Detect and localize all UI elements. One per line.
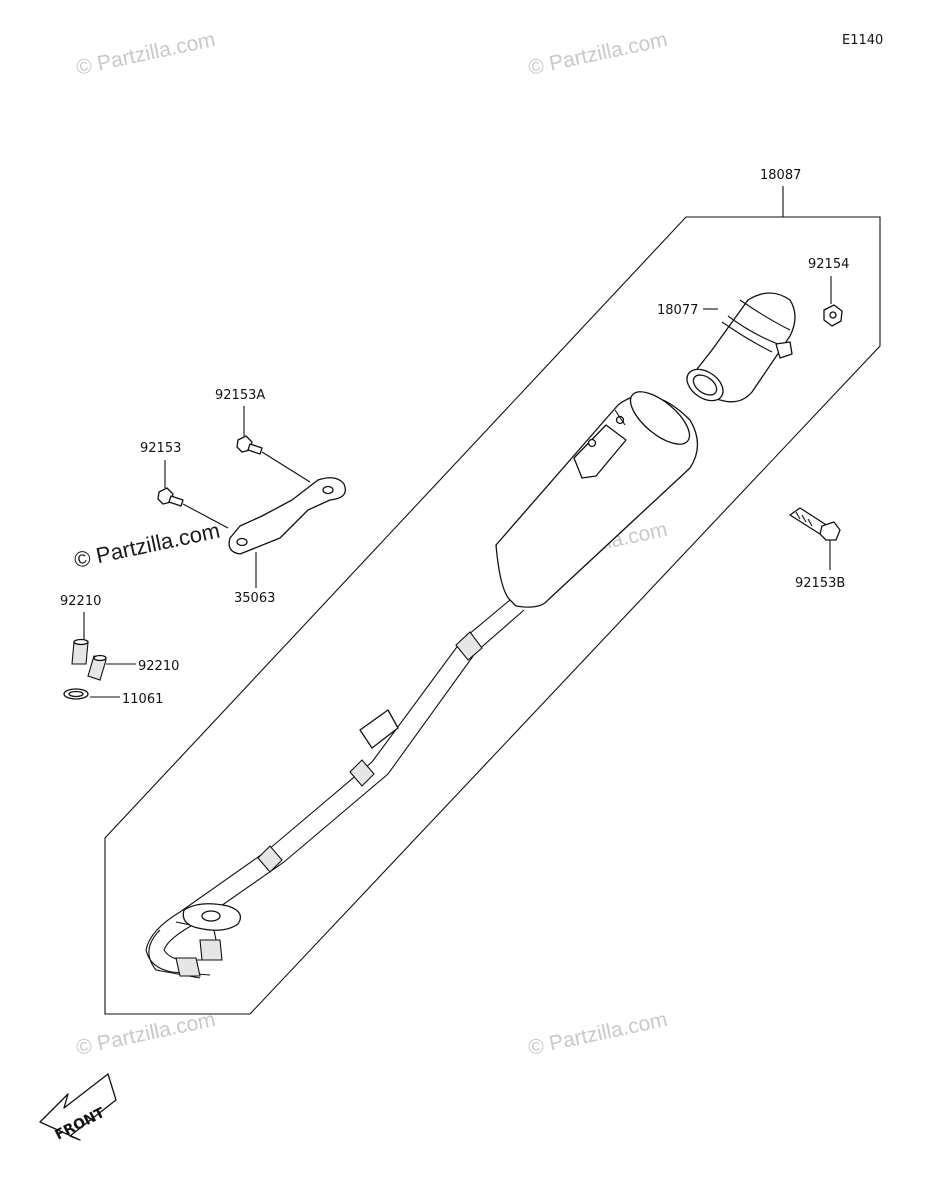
watermark: © Partzilla.com	[526, 28, 669, 80]
nut-92154-icon	[823, 304, 843, 327]
part-label-92210-b[interactable]: 92210	[138, 659, 179, 674]
plug-92210-icon	[71, 638, 89, 665]
part-label-11061[interactable]: 11061	[122, 692, 163, 707]
part-label-35063[interactable]: 35063	[234, 591, 275, 606]
assembly-boundary	[104, 216, 881, 1015]
bolt-92153b-icon	[789, 507, 841, 541]
watermark: © Partzilla.com	[72, 518, 222, 573]
part-label-92153a[interactable]: 92153A	[215, 388, 265, 403]
muffler-18087-icon	[145, 391, 699, 979]
watermark: © Partzilla.com	[74, 1008, 217, 1060]
part-label-92153b[interactable]: 92153B	[795, 576, 845, 591]
diagram-code: E1140	[842, 33, 883, 48]
part-label-18087[interactable]: 18087	[760, 168, 801, 183]
part-label-92154[interactable]: 92154	[808, 257, 849, 272]
front-arrow-icon: FRONT	[39, 1073, 117, 1144]
bracket-35063-icon	[228, 477, 347, 555]
bolt-92153-icon	[157, 487, 184, 507]
bolt-92153a-icon	[236, 435, 263, 455]
leader-line	[182, 503, 229, 529]
part-label-92153[interactable]: 92153	[140, 441, 181, 456]
gasket-11061-icon	[63, 688, 89, 700]
leader-line	[261, 451, 311, 483]
watermark: © Partzilla.com	[74, 28, 217, 80]
part-label-92210-a[interactable]: 92210	[60, 594, 101, 609]
watermark: © Partzilla.com	[526, 1008, 669, 1060]
plug-92210-icon	[87, 654, 107, 681]
part-label-18077[interactable]: 18077	[657, 303, 698, 318]
spark-arrester-18077-icon	[686, 292, 796, 403]
